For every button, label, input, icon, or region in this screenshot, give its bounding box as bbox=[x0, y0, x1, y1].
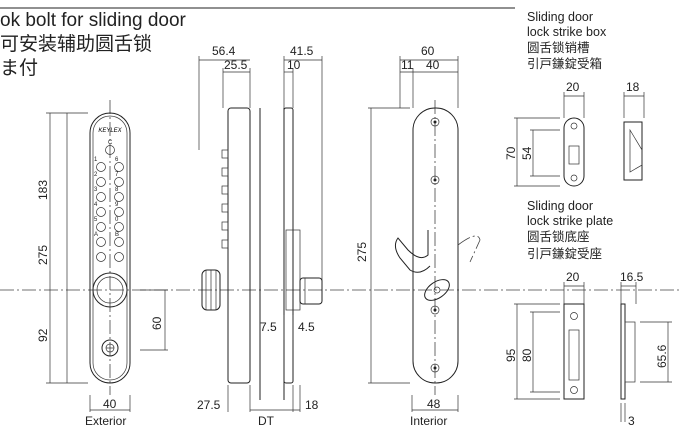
keypad-label: 5 bbox=[94, 217, 98, 223]
strike-box-label-ja: 引戸鎌錠受箱 bbox=[527, 57, 603, 71]
side-thumbturn bbox=[299, 277, 323, 305]
keypad-button bbox=[96, 192, 106, 202]
screw bbox=[430, 175, 440, 185]
strike-plate-drawing bbox=[514, 282, 672, 422]
keypad-label: 3 bbox=[94, 187, 98, 193]
dim-front-height-upper: 183 bbox=[36, 179, 50, 200]
dim-strike-plate-width: 20 bbox=[566, 270, 580, 284]
dim-bolt-b: 4.5 bbox=[298, 320, 315, 334]
dim-front-width: 40 bbox=[103, 397, 117, 411]
keypad-label: 9 bbox=[115, 202, 119, 208]
keypad-button bbox=[114, 192, 124, 202]
dim-bottom-b: 18 bbox=[305, 398, 319, 412]
dim-strike-plate-side: 65.6 bbox=[655, 344, 669, 368]
dim-strike-plate-thickness: 3 bbox=[628, 414, 635, 428]
dim-strike-box-depth: 18 bbox=[626, 80, 640, 94]
strike-box-side bbox=[623, 121, 643, 181]
dim-depth-c: 41.5 bbox=[290, 44, 314, 58]
dim-offset: 60 bbox=[150, 316, 164, 330]
keypad-button bbox=[114, 222, 124, 232]
keypad-label: 0 bbox=[115, 217, 119, 223]
keypad-label: 1 bbox=[94, 157, 98, 163]
keypad-button bbox=[105, 145, 115, 155]
screw bbox=[430, 305, 440, 315]
key-cylinder bbox=[101, 339, 119, 357]
dim-strike-plate-outer: 95 bbox=[504, 348, 518, 362]
hook-bolt bbox=[394, 230, 431, 273]
front-view: KEYLEX bbox=[0, 100, 682, 412]
dim-bottom-a: 27.5 bbox=[197, 398, 221, 412]
dim-depth-d: 10 bbox=[287, 58, 301, 72]
strike-box-drawing bbox=[514, 92, 645, 187]
keypad-button bbox=[114, 237, 124, 247]
keypad-label: 4 bbox=[94, 202, 98, 208]
caption-dt: DT bbox=[258, 414, 274, 428]
strike-plate-slot bbox=[568, 329, 580, 381]
strike-box-slot bbox=[568, 145, 580, 165]
dim-strike-box-outer: 70 bbox=[504, 146, 518, 160]
dim-front-height-total: 275 bbox=[36, 244, 50, 265]
title-line-3: ま付 bbox=[0, 58, 39, 79]
keypad-button bbox=[114, 207, 124, 217]
side-interior-plate bbox=[283, 107, 294, 384]
dim-strike-box-inner: 54 bbox=[520, 146, 534, 160]
keypad-button bbox=[114, 252, 124, 262]
dim-interior-a: 11 bbox=[401, 58, 414, 72]
screw bbox=[430, 117, 440, 127]
caption-exterior: Exterior bbox=[85, 414, 127, 428]
dim-interior-top: 60 bbox=[421, 44, 435, 58]
keypad-button bbox=[96, 162, 106, 172]
brand-logo: KEYLEX bbox=[98, 128, 122, 134]
strike-plate-face bbox=[563, 303, 585, 400]
interior-view bbox=[368, 56, 481, 412]
keypad-label: B bbox=[115, 232, 120, 238]
dim-interior-b: 40 bbox=[426, 58, 440, 72]
keypad-label: C bbox=[108, 140, 113, 146]
dim-strike-plate-depth: 16.5 bbox=[620, 270, 644, 284]
keypad-button bbox=[96, 252, 106, 262]
keypad-button bbox=[96, 222, 106, 232]
strike-plate-side bbox=[620, 303, 626, 400]
side-view bbox=[198, 56, 323, 412]
title-line-2: 可安装辅助圆舌锁 bbox=[0, 34, 153, 55]
keypad-label: 2 bbox=[94, 172, 98, 178]
dim-depth-a: 56.4 bbox=[212, 44, 236, 58]
interior-plate bbox=[412, 107, 459, 384]
dim-depth-b: 25.5 bbox=[224, 58, 248, 72]
dim-strike-box-width: 20 bbox=[566, 80, 580, 94]
dim-strike-plate-inner: 80 bbox=[520, 348, 534, 362]
hook-swing-arc bbox=[457, 235, 481, 263]
front-knob bbox=[92, 272, 128, 308]
keypad-button bbox=[96, 177, 106, 187]
keypad-button bbox=[96, 207, 106, 217]
dim-interior-height: 275 bbox=[355, 241, 369, 262]
keypad-button bbox=[114, 177, 124, 187]
dim-interior-bottom: 48 bbox=[427, 397, 441, 411]
keypad-button bbox=[114, 162, 124, 172]
strike-box-label-zh: 圆舌锁销槽 bbox=[527, 41, 590, 55]
caption-interior: Interior bbox=[410, 414, 448, 428]
front-body bbox=[89, 112, 131, 384]
strike-plate-label-zh: 圆舌锁底座 bbox=[527, 230, 590, 244]
keypad-label: 6 bbox=[115, 157, 119, 163]
title-line-1: ok bolt for sliding door bbox=[0, 10, 186, 31]
keypad-label: 8 bbox=[115, 187, 119, 193]
dim-front-height-lower: 92 bbox=[36, 328, 50, 342]
strike-plate-label-en: Sliding door lock strike plate bbox=[527, 199, 614, 228]
strike-box-label-en: Sliding door lock strike box bbox=[527, 10, 607, 39]
keypad-button bbox=[96, 237, 106, 247]
dim-bolt-a: 7.5 bbox=[260, 320, 277, 334]
strike-plate-label-ja: 引戸鎌錠受座 bbox=[527, 247, 603, 261]
keypad-label: A bbox=[94, 232, 99, 238]
strike-box-face bbox=[563, 117, 585, 187]
keypad-label: 7 bbox=[115, 172, 119, 178]
side-exterior-plate bbox=[227, 107, 251, 384]
keypad-buttons bbox=[96, 145, 124, 262]
screw bbox=[430, 363, 440, 373]
thumbturn bbox=[424, 279, 450, 301]
